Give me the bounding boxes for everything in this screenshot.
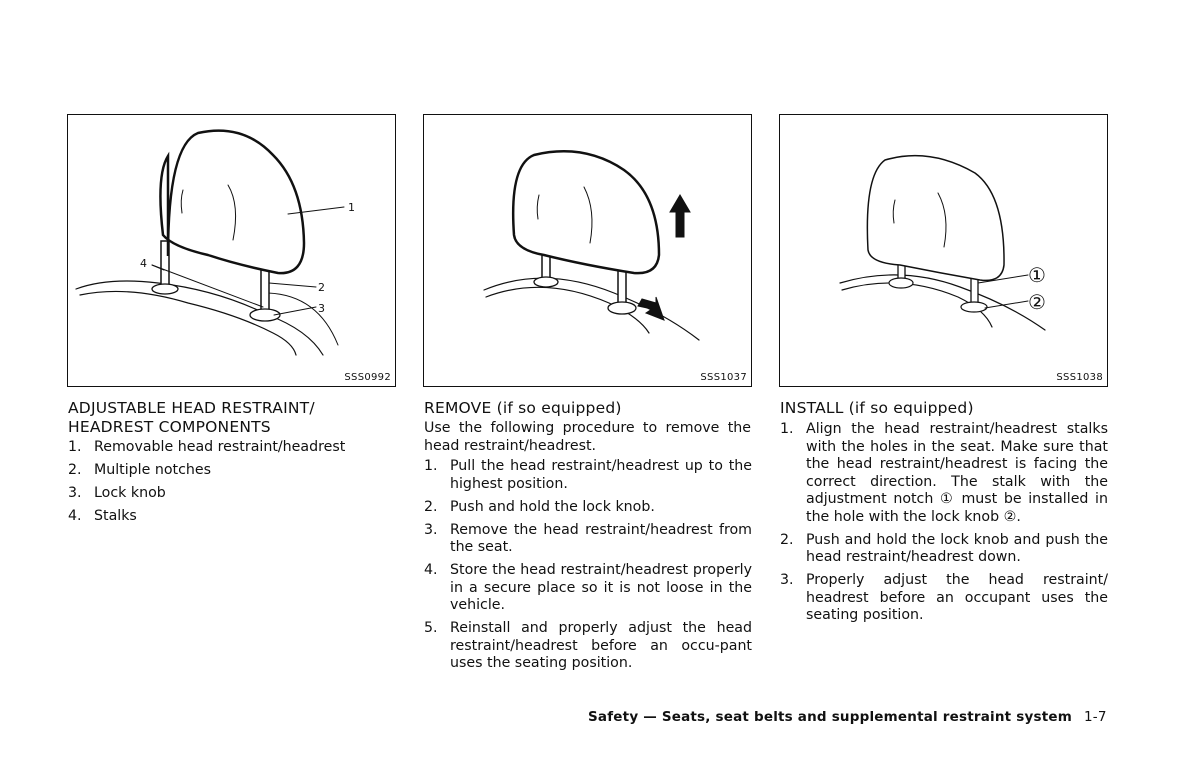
page-footer: Safety — Seats, seat belts and supplemen… — [588, 709, 1107, 725]
figure-id: SSS1037 — [700, 372, 747, 383]
item-text: Stalks — [94, 508, 137, 524]
section-heading: ADJUSTABLE HEAD RESTRAINT/ HEADREST COMP… — [68, 399, 315, 436]
item-number: 1. — [68, 439, 82, 455]
figure-install-headrest: ① ② SSS1038 — [779, 114, 1108, 387]
headrest-illustration: 1 2 3 4 — [75, 129, 355, 356]
item-number: 1. — [780, 421, 794, 437]
list-item: 3. Lock knob — [67, 485, 396, 503]
item-text: Removable head restraint/headrest — [94, 439, 346, 455]
item-text: Push and hold the lock knob and push the… — [806, 531, 1108, 566]
item-number: 3. — [68, 485, 82, 501]
column-remove: SSS1037 REMOVE (if so equipped) Use the … — [423, 114, 752, 678]
page-number: 1-7 — [1084, 709, 1107, 725]
callout-1: 1 — [348, 201, 355, 214]
list-item: 1. Pull the head restraint/headrest up to… — [423, 458, 752, 493]
figure-headrest-components: 1 2 3 4 SSS0992 — [67, 114, 396, 387]
column-install: ① ② SSS1038 INSTALL (if so equipped) 1. A… — [779, 114, 1108, 630]
item-text: Align the head restraint/headrest stalks… — [806, 421, 1108, 525]
section-heading: INSTALL (if so equipped) — [780, 399, 974, 417]
install-steps: 1. Align the head restraint/headrest stal… — [779, 421, 1108, 625]
list-item: 3. Remove the head restraint/headrest fro… — [423, 522, 752, 557]
item-text: Properly adjust the head restraint/ head… — [806, 572, 1108, 623]
item-text: Pull the head restraint/headrest up to t… — [450, 458, 752, 492]
list-item: 4. Store the head restraint/headrest prop… — [423, 562, 752, 615]
figure-remove-headrest: SSS1037 — [423, 114, 752, 387]
list-item: 3. Properly adjust the head restraint/ he… — [779, 572, 1108, 625]
item-text: Remove the head restraint/headrest from … — [450, 521, 752, 556]
headrest-install-illustration: ① ② — [839, 154, 1046, 331]
item-number: 5. — [424, 620, 438, 636]
footer-section-title: Safety — Seats, seat belts and supplemen… — [588, 709, 1072, 725]
list-item: 5. Reinstall and properly adjust the head… — [423, 620, 752, 673]
item-number: 4. — [424, 562, 438, 578]
item-text: Store the head restraint/headrest proper… — [450, 562, 752, 613]
remove-steps: 1. Pull the head restraint/headrest up to… — [423, 458, 752, 673]
item-number: 2. — [780, 531, 794, 548]
list-item: 2. Multiple notches — [67, 462, 396, 480]
headrest-remove-illustration — [483, 150, 700, 341]
figure-id: SSS0992 — [344, 372, 391, 383]
list-item: 1. Removable head restraint/headrest — [67, 439, 396, 457]
section-heading: REMOVE (if so equipped) — [424, 399, 622, 417]
item-number: 2. — [424, 498, 438, 515]
figure-id: SSS1038 — [1056, 372, 1103, 383]
item-text: Reinstall and properly adjust the head r… — [450, 620, 752, 671]
callout-2: 2 — [318, 281, 325, 294]
item-number: 4. — [68, 508, 82, 524]
item-number: 1. — [424, 458, 438, 474]
intro-text: Use the following procedure to remove th… — [424, 420, 751, 454]
list-item: 4. Stalks — [67, 508, 396, 526]
callout-1: ① — [1028, 263, 1046, 287]
column-components: 1 2 3 4 SSS0992 ADJUSTABLE HEAD RESTRAIN… — [67, 114, 396, 531]
item-text: Lock knob — [94, 485, 166, 501]
item-number: 3. — [424, 521, 438, 538]
item-text: Push and hold the lock knob. — [450, 498, 655, 515]
list-item: 1. Align the head restraint/headrest stal… — [779, 421, 1108, 526]
components-list: 1. Removable head restraint/headrest 2. Mu… — [67, 439, 396, 526]
list-item: 2. Push and hold the lock knob and push t… — [779, 532, 1108, 567]
item-text: Multiple notches — [94, 462, 212, 478]
item-number: 3. — [780, 572, 794, 588]
callout-4: 4 — [140, 257, 147, 270]
list-item: 2. Push and hold the lock knob. — [423, 499, 752, 517]
callout-2: ② — [1028, 290, 1046, 314]
item-number: 2. — [68, 462, 82, 478]
callout-3: 3 — [318, 302, 325, 315]
